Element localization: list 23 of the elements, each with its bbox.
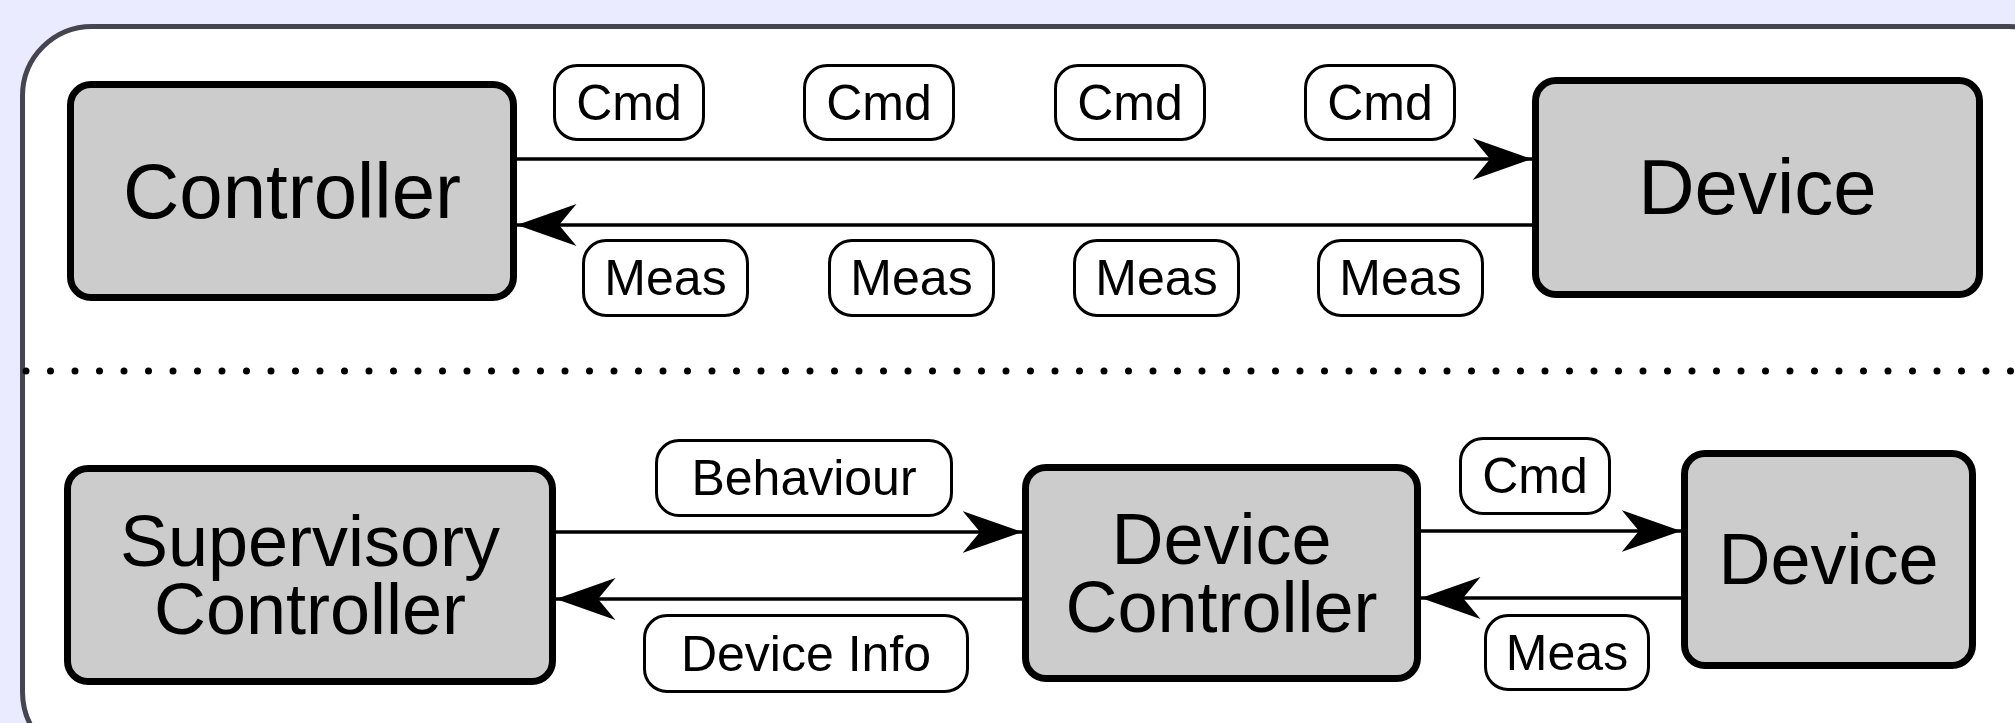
signal-tag: Cmd — [1054, 64, 1206, 141]
process-box: Supervisory Controller — [64, 465, 556, 685]
signal-tag: Cmd — [803, 64, 955, 141]
arrow — [556, 578, 1022, 620]
signal-tag: Meas — [1484, 614, 1650, 691]
signal-tag: Behaviour — [655, 439, 953, 517]
signal-tag: Meas — [1073, 239, 1240, 317]
arrow — [517, 138, 1532, 180]
signal-tag: Cmd — [1459, 437, 1611, 515]
arrow — [517, 204, 1532, 246]
signal-tag: Cmd — [1304, 64, 1456, 141]
process-box: Device — [1681, 450, 1976, 669]
signal-tag: Meas — [582, 239, 749, 317]
arrow — [556, 511, 1022, 553]
arrow — [1421, 577, 1681, 619]
signal-tag: Meas — [828, 239, 995, 317]
process-box: Controller — [67, 81, 517, 301]
signal-tag: Meas — [1317, 239, 1484, 317]
signal-tag: Device Info — [643, 614, 969, 693]
arrow — [1421, 510, 1681, 552]
signal-tag: Cmd — [553, 64, 705, 141]
process-box: Device — [1532, 77, 1983, 298]
process-box: Device Controller — [1022, 464, 1421, 682]
